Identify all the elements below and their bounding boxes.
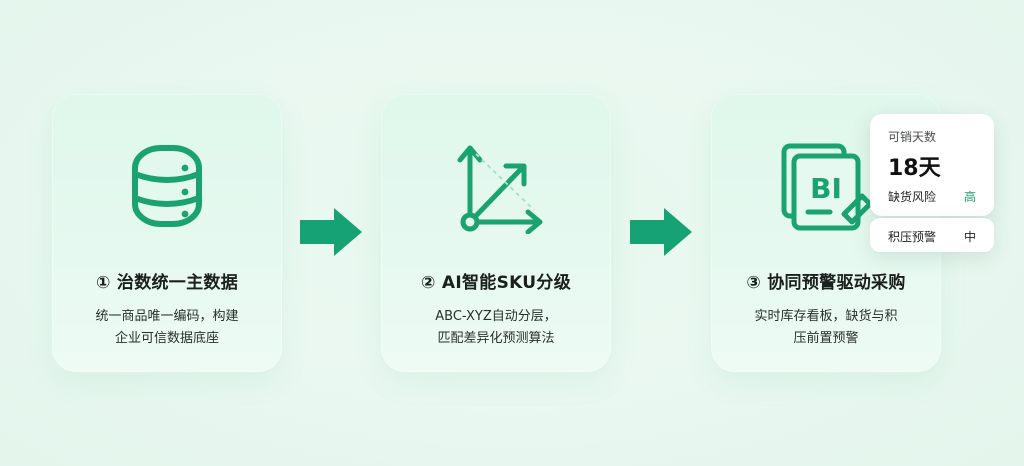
popover-value: 18天 (888, 156, 941, 181)
step-title: ② AI智能SKU分级 (420, 273, 572, 293)
step-description: 统一商品唯一编码，构建 企业可信数据底座 (80, 306, 254, 350)
bi-icon-text: BI (810, 172, 842, 205)
inventory-popover: 可销天数 18天 缺货风险 高 (870, 114, 994, 216)
database-icon (119, 138, 215, 234)
popover-row-value: 中 (963, 230, 976, 244)
chart-axis-icon (448, 138, 544, 235)
inventory-popover-row: 积压预警 中 (870, 218, 994, 252)
bi-report-icon: BI (778, 138, 874, 234)
step-desc-line: 实时库存看板，缺货与积 (754, 309, 898, 324)
popover-row-label: 缺货风险 (888, 190, 937, 204)
step-card-1: ① 治数统一主数据 统一商品唯一编码，构建 企业可信数据底座 (52, 94, 282, 372)
step-title: ③ 协同预警驱动采购 (746, 273, 906, 293)
step-desc-line: 统一商品唯一编码，构建 (95, 309, 239, 324)
step-title: ① 治数统一主数据 (95, 273, 238, 293)
step-desc-line: 压前置预警 (793, 331, 859, 346)
step-description: ABC-XYZ自动分层， 匹配差异化预测算法 (409, 306, 583, 350)
step-card-2: ② AI智能SKU分级 ABC-XYZ自动分层， 匹配差异化预测算法 (381, 94, 611, 372)
step-desc-line: 企业可信数据底座 (114, 331, 219, 346)
step-description: 实时库存看板，缺货与积 压前置预警 (739, 306, 913, 350)
arrow-right-icon (628, 206, 694, 258)
popover-row-label: 积压预警 (888, 230, 937, 244)
popover-title: 可销天数 (888, 130, 937, 144)
arrow-right-icon (298, 206, 364, 258)
popover-row-value: 高 (963, 190, 976, 204)
step-desc-line: ABC-XYZ自动分层， (435, 309, 557, 324)
step-desc-line: 匹配差异化预测算法 (437, 331, 555, 346)
